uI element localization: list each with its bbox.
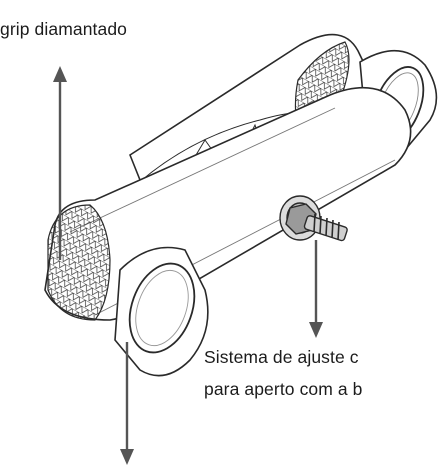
- ajuste-label-line2: para aperto com a b: [204, 379, 363, 399]
- front-knob: [114, 246, 209, 377]
- grip-pad-left: [47, 204, 111, 321]
- arrow-grip: [53, 66, 67, 260]
- adjust-bolt: [279, 195, 348, 242]
- arrow-bottom: [120, 342, 134, 465]
- grip-label: grip diamantado: [0, 19, 127, 39]
- arrow-ajuste: [309, 240, 323, 338]
- ajuste-label-line1: Sistema de ajuste c: [204, 347, 359, 367]
